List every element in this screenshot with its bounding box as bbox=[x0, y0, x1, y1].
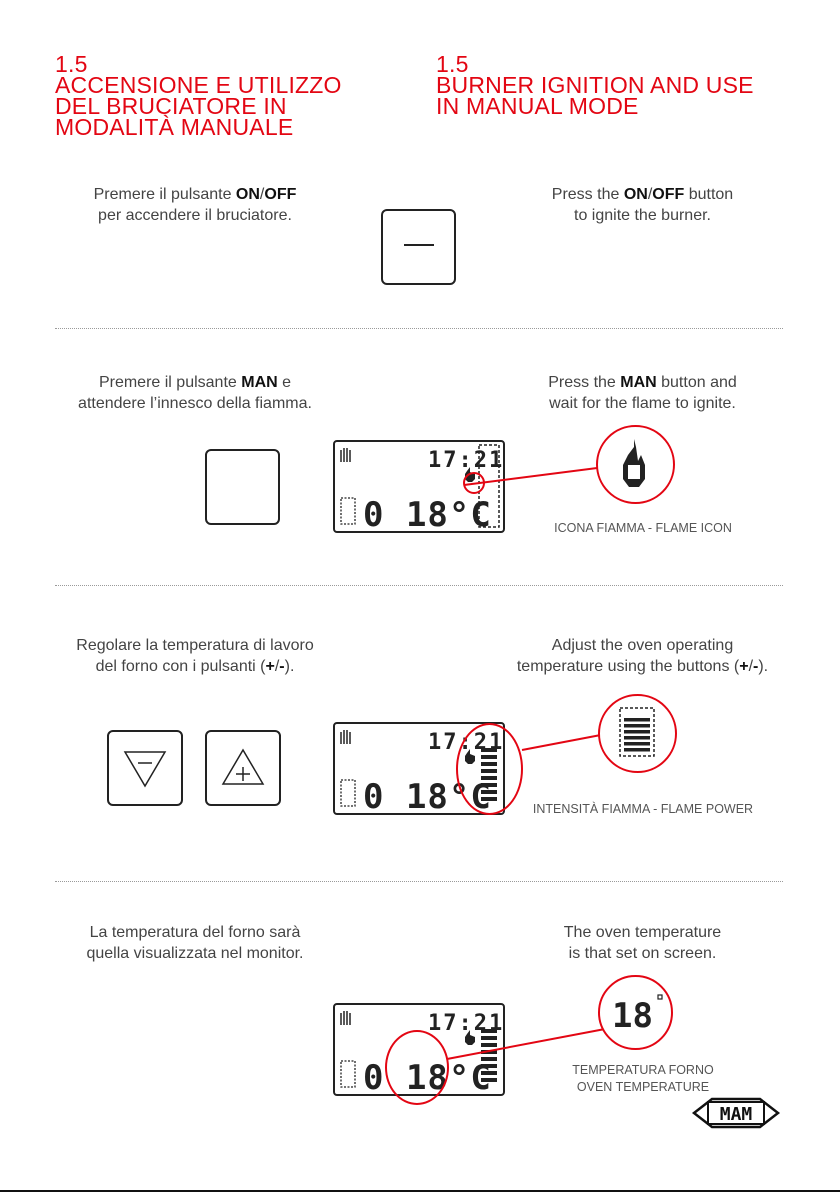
lcd-time: 17:21 bbox=[428, 448, 504, 473]
step4-text-en: The oven temperature is that set on scre… bbox=[500, 922, 785, 964]
heading-line: BURNER IGNITION AND USE bbox=[436, 72, 754, 98]
text: del forno con i pulsanti ( bbox=[95, 658, 266, 675]
step1-text-it: Premere il pulsante ON/OFF per accendere… bbox=[55, 184, 335, 226]
key-minus: - bbox=[279, 658, 285, 675]
text: is that set on screen. bbox=[568, 945, 717, 962]
key-off: OFF bbox=[652, 186, 685, 203]
key-man: MAN bbox=[620, 374, 657, 391]
text: button bbox=[684, 186, 734, 203]
highlight-ring bbox=[385, 1030, 449, 1105]
text: Regolare la temperatura di lavoro bbox=[76, 637, 314, 654]
flame-icon-zoom bbox=[596, 425, 675, 504]
text: button and bbox=[656, 374, 737, 391]
key-minus: - bbox=[753, 658, 759, 675]
text: temperature using the buttons ( bbox=[516, 658, 740, 675]
temperature-digits-icon: 18 bbox=[612, 994, 663, 1036]
heading-line: MODALITÀ MANUALE bbox=[55, 114, 294, 140]
man-button[interactable] bbox=[205, 449, 280, 525]
key-plus: + bbox=[739, 658, 749, 675]
thermometer-icon bbox=[340, 1060, 356, 1088]
grill-icon bbox=[340, 1011, 351, 1025]
heading-english: 1.5 BURNER IGNITION AND USE IN MANUAL MO… bbox=[436, 51, 754, 119]
text: e bbox=[277, 374, 292, 391]
text: ). bbox=[284, 658, 295, 675]
key-plus: + bbox=[265, 658, 275, 675]
step2-text-en: Press the MAN button and wait for the fl… bbox=[500, 372, 785, 414]
lcd-display: 17:21 0 18°C bbox=[333, 440, 505, 533]
callout-line bbox=[521, 733, 607, 751]
temperature-zoom: 18 bbox=[598, 975, 673, 1050]
callout-line bbox=[463, 466, 606, 486]
key-on: ON bbox=[235, 186, 260, 203]
step3-text-it: Regolare la temperatura di lavoro del fo… bbox=[55, 635, 335, 677]
grill-icon bbox=[340, 448, 351, 462]
text: Press the bbox=[548, 374, 621, 391]
step3-text-en: Adjust the oven operating temperature us… bbox=[500, 635, 785, 677]
text: Premere il pulsante bbox=[93, 186, 236, 203]
text: / bbox=[647, 186, 653, 203]
mam-logo: MAM bbox=[691, 1097, 781, 1129]
text: / bbox=[259, 186, 265, 203]
flame-icon bbox=[465, 1030, 475, 1045]
key-on: ON bbox=[623, 186, 648, 203]
text: to ignite the burner. bbox=[574, 207, 711, 224]
lcd-frame bbox=[333, 440, 505, 533]
power-line-icon bbox=[404, 244, 434, 246]
text: The oven temperature bbox=[563, 924, 722, 941]
text: Press the bbox=[551, 186, 624, 203]
step2-text-it: Premere il pulsante MAN e attendere l’in… bbox=[55, 372, 335, 414]
heading-italian: 1.5 ACCENSIONE E UTILIZZO DEL BRUCIATORE… bbox=[55, 51, 342, 140]
highlight-ring bbox=[456, 723, 523, 815]
text: per accendere il bruciatore. bbox=[98, 207, 292, 224]
text: La temperatura del forno sarà bbox=[89, 924, 301, 941]
plus-button[interactable] bbox=[205, 730, 281, 806]
on-off-button[interactable] bbox=[381, 209, 456, 285]
thermometer-icon bbox=[340, 779, 356, 807]
heading-number: 1.5 bbox=[55, 51, 88, 77]
text: Premere il pulsante bbox=[98, 374, 242, 391]
text: wait for the flame to ignite. bbox=[549, 395, 736, 412]
triangle-down-minus-icon bbox=[123, 751, 167, 788]
heading-line: ACCENSIONE E UTILIZZO bbox=[55, 72, 342, 98]
logo-text: MAM bbox=[720, 1104, 753, 1125]
footer-rule bbox=[0, 1190, 840, 1192]
heading-number: 1.5 bbox=[436, 51, 469, 77]
text: ). bbox=[758, 658, 769, 675]
step1-text-en: Press the ON/OFF button to ignite the bu… bbox=[500, 184, 785, 226]
flame-power-label: INTENSITÀ FIAMMA - FLAME POWER bbox=[532, 802, 754, 816]
temperature-digits: 18 bbox=[612, 996, 653, 1036]
key-man: MAN bbox=[241, 374, 278, 391]
thermometer-icon bbox=[340, 497, 356, 525]
label-line: OVEN TEMPERATURE bbox=[576, 1080, 710, 1094]
divider bbox=[55, 585, 783, 586]
step4-text-it: La temperatura del forno sarà quella vis… bbox=[55, 922, 335, 964]
grill-icon bbox=[340, 730, 351, 744]
text: / bbox=[274, 658, 280, 675]
callout-line bbox=[446, 1028, 606, 1060]
text: quella visualizzata nel monitor. bbox=[86, 945, 304, 962]
flame-power-bar-icon bbox=[619, 707, 655, 757]
flame-icon bbox=[623, 439, 645, 487]
minus-button[interactable] bbox=[107, 730, 183, 806]
divider bbox=[55, 328, 783, 329]
key-off: OFF bbox=[264, 186, 297, 203]
flame-icon-label: ICONA FIAMMA - FLAME ICON bbox=[554, 521, 732, 535]
oven-temperature-label: TEMPERATURA FORNO OVEN TEMPERATURE bbox=[548, 1062, 738, 1096]
text: / bbox=[748, 658, 754, 675]
highlight-ring bbox=[463, 472, 485, 494]
heading-line: IN MANUAL MODE bbox=[436, 93, 639, 119]
label-line: TEMPERATURA FORNO bbox=[572, 1063, 714, 1077]
divider bbox=[55, 881, 783, 882]
triangle-up-plus-icon bbox=[221, 748, 265, 785]
text: Adjust the oven operating bbox=[551, 637, 734, 654]
lcd-temperature: 0 18°C bbox=[363, 495, 492, 533]
text: attendere l’innesco della fiamma. bbox=[78, 395, 312, 412]
heading-line: DEL BRUCIATORE IN bbox=[55, 93, 287, 119]
flame-power-zoom bbox=[598, 694, 677, 773]
